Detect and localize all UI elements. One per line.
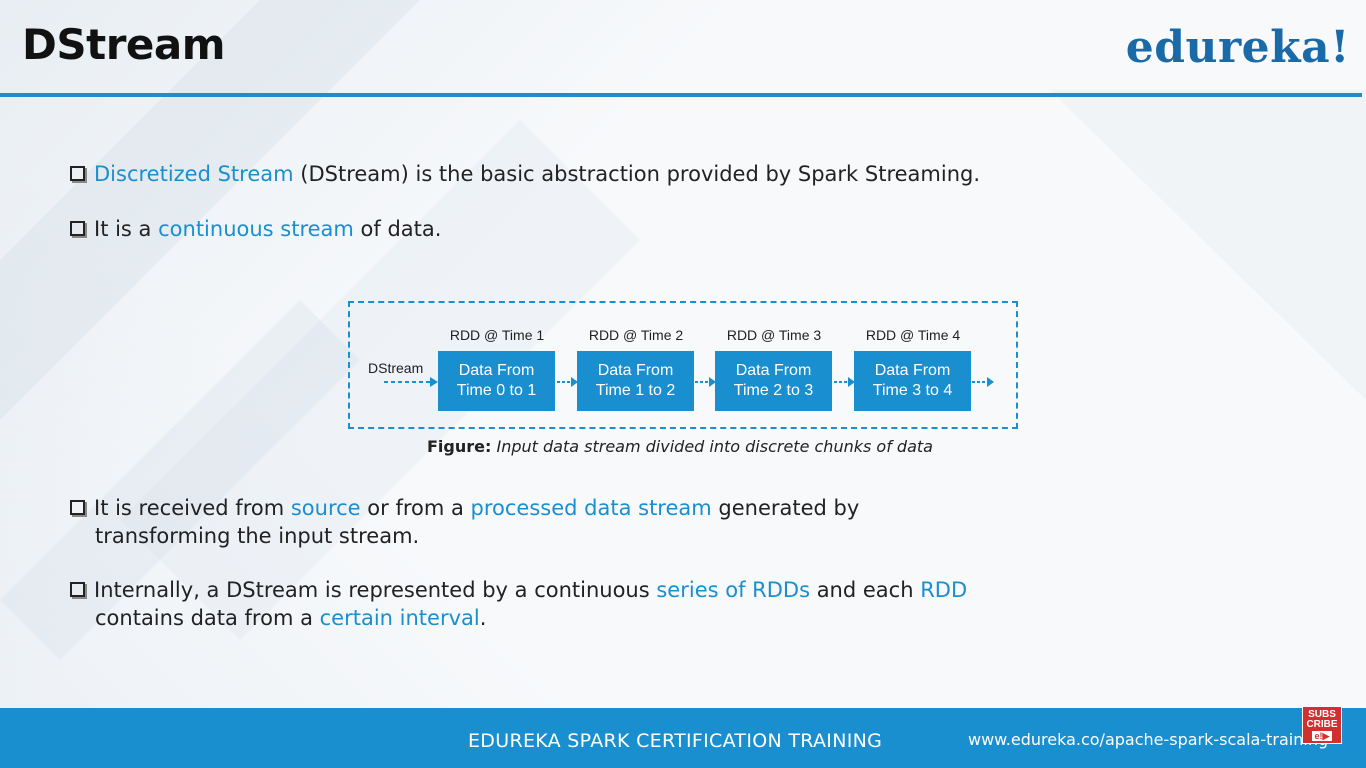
caption-text: Input data stream divided into discrete … — [496, 437, 933, 456]
checkbox-bullet-icon — [70, 582, 85, 597]
subscribe-label: SUBS — [1308, 709, 1336, 720]
rdd-chunk: Data From Time 2 to 3 — [715, 351, 832, 411]
rdd-chunk: Data From Time 3 to 4 — [854, 351, 971, 411]
figure-caption: Figure: Input data stream divided into d… — [427, 437, 933, 456]
highlight-text: RDD — [920, 578, 968, 602]
chunk-line: Data From — [874, 362, 951, 379]
rdd-chunk: Data From Time 1 to 2 — [577, 351, 694, 411]
bullet-text: transforming the input stream. — [95, 524, 420, 548]
bullet-continuation: contains data from a certain interval. — [70, 604, 967, 632]
checkbox-bullet-icon — [70, 221, 85, 236]
highlight-text: source — [290, 496, 361, 520]
bullet-text: generated by — [711, 496, 860, 520]
rdd-time-label: RDD @ Time 1 — [449, 327, 545, 343]
dashed-arrow-icon — [834, 377, 855, 387]
bullet-text: Internally, a DStream is represented by … — [94, 578, 657, 602]
highlight-text: series of RDDs — [656, 578, 811, 602]
bullet-text: (DStream) is the basic abstraction provi… — [293, 162, 981, 186]
dstream-diagram: DStream RDD @ Time 1 Data From Time 0 to… — [348, 301, 1018, 429]
chunk-line: Time 2 to 3 — [733, 382, 814, 399]
slide-header: DStream edureka! — [0, 0, 1366, 98]
bullet-text: of data. — [353, 217, 442, 241]
rdd-chunk: Data From Time 0 to 1 — [438, 351, 555, 411]
checkbox-bullet-icon — [70, 166, 85, 181]
highlight-text: continuous stream — [158, 217, 354, 241]
bullet-text: It is received from — [94, 496, 291, 520]
bullet-item: It is a continuous stream of data. — [70, 215, 441, 243]
footer-url-link[interactable]: www.edureka.co/apache-spark-scala-traini… — [968, 730, 1329, 749]
highlight-text: processed data stream — [470, 496, 712, 520]
rdd-time-label: RDD @ Time 4 — [865, 327, 961, 343]
dashed-arrow-icon — [695, 377, 716, 387]
caption-prefix: Figure: — [427, 437, 492, 456]
dashed-arrow-icon — [972, 377, 994, 387]
bullet-item: Discretized Stream (DStream) is the basi… — [70, 160, 980, 188]
chunk-line: Data From — [597, 362, 674, 379]
bullet-item: Internally, a DStream is represented by … — [70, 576, 967, 632]
subscribe-button[interactable]: SUBS CRIBE e!▶ — [1302, 706, 1342, 744]
chunk-line: Data From — [735, 362, 812, 379]
chunk-line: Data From — [458, 362, 535, 379]
highlight-text: Discretized Stream — [94, 162, 294, 186]
header-divider — [0, 93, 1362, 97]
footer-title: EDUREKA SPARK CERTIFICATION TRAINING — [468, 730, 883, 752]
bullet-text: . — [479, 606, 487, 630]
chunk-line: Time 0 to 1 — [456, 382, 537, 399]
bullet-text: or from a — [360, 496, 471, 520]
chunk-line: Time 1 to 2 — [595, 382, 676, 399]
dstream-input-label: DStream — [368, 360, 424, 376]
checkbox-bullet-icon — [70, 500, 85, 515]
bullet-text: It is a — [94, 217, 159, 241]
dashed-arrow-icon — [557, 377, 578, 387]
bullet-text: and each — [810, 578, 921, 602]
edureka-logo: edureka! — [1125, 22, 1350, 73]
slide-title: DStream — [22, 20, 226, 69]
chunk-line: Time 3 to 4 — [872, 382, 953, 399]
bullet-text: contains data from a — [95, 606, 320, 630]
play-icon: e!▶ — [1311, 731, 1333, 741]
subscribe-label: CRIBE — [1306, 719, 1338, 730]
slide-footer: EDUREKA SPARK CERTIFICATION TRAINING www… — [0, 708, 1366, 768]
dashed-arrow-icon — [384, 377, 438, 387]
rdd-time-label: RDD @ Time 2 — [588, 327, 684, 343]
rdd-time-label: RDD @ Time 3 — [726, 327, 822, 343]
bullet-item: It is received from source or from a pro… — [70, 494, 859, 550]
highlight-text: certain interval — [319, 606, 480, 630]
